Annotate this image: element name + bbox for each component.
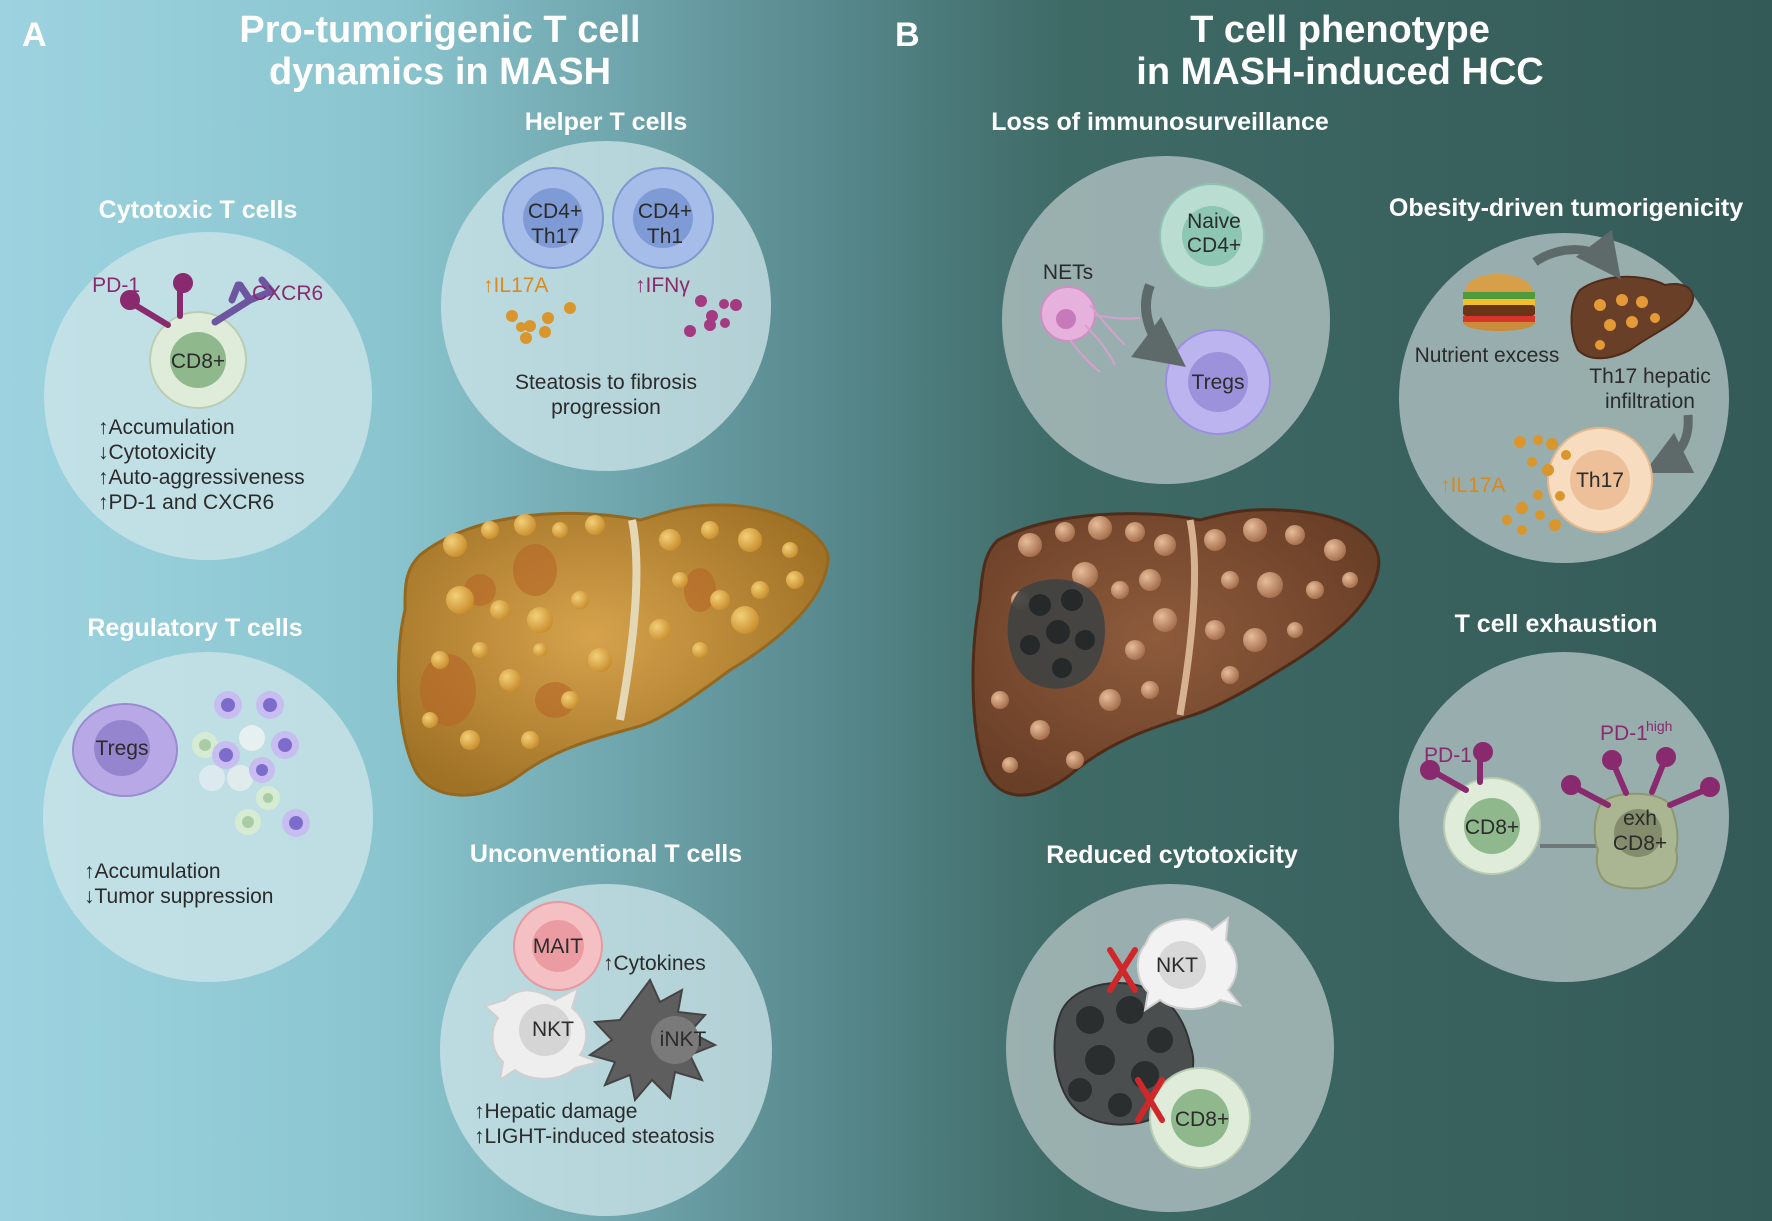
obesity-arrow-2-icon: [1643, 414, 1695, 474]
inkt-cell: iNKT: [587, 978, 718, 1103]
cytotoxic-line-4: ↑PD-1 and CXCR6: [98, 491, 274, 514]
exhaustion-title: T cell exhaustion: [1455, 610, 1658, 638]
obesity-arrow-1-icon: [1532, 229, 1621, 280]
svg-text:NKT: NKT: [1156, 954, 1198, 977]
ifng-particles-icon: [684, 295, 742, 337]
th17-infiltration-line-1: Th17 hepatic: [1589, 365, 1710, 388]
differentiation-arrow-icon: [1130, 283, 1186, 368]
pd1-label: PD-1: [92, 274, 140, 297]
nets-label: NETs: [1043, 261, 1093, 284]
svg-text:CD8+: CD8+: [171, 350, 225, 373]
cytotoxic-line-3: ↑Auto-aggressiveness: [98, 466, 305, 489]
svg-text:exh: exh: [1623, 807, 1657, 830]
svg-text:Tregs: Tregs: [96, 737, 149, 760]
regulatory-line-2: ↓Tumor suppression: [84, 885, 273, 908]
pd1-high-label: PD-1: [1600, 722, 1648, 745]
il17a-secretion-icon: [1502, 435, 1571, 535]
panel-a-title-line-2: dynamics in MASH: [269, 51, 611, 93]
unconventional-line-1: ↑Hepatic damage: [474, 1100, 637, 1123]
panel-a-title-line-1: Pro-tumorigenic T cell: [239, 9, 640, 51]
blocked-x-icon: [1107, 947, 1138, 993]
svg-text:CD4+: CD4+: [528, 200, 582, 223]
svg-text:Th17: Th17: [1576, 469, 1624, 492]
exhausted-cd8-cell: exh CD8+: [1593, 792, 1679, 890]
pd1-receptor-icon: [120, 273, 193, 328]
panel-label-b: B: [895, 16, 920, 54]
svg-text:MAIT: MAIT: [533, 935, 583, 958]
naive-cd4-cell: Naive CD4+: [1159, 183, 1265, 289]
cd4-th1-cell: CD4+ Th1: [612, 167, 714, 269]
pd1-high-receptors-icon: [1561, 747, 1720, 808]
panel-label-a: A: [22, 16, 47, 54]
cytokines-label: ↑Cytokines: [603, 952, 706, 975]
helper-line-1: Steatosis to fibrosis: [515, 371, 697, 394]
svg-text:CD8+: CD8+: [1613, 832, 1667, 855]
il17a-particles-icon: [506, 302, 576, 344]
panel-b-title-line-1: T cell phenotype: [1190, 9, 1490, 51]
il17a-label-b: ↑IL17A: [1440, 474, 1505, 497]
svg-text:Th17: Th17: [531, 225, 579, 248]
cd8-cell: CD8+: [149, 311, 247, 409]
nutrient-excess-label: Nutrient excess: [1415, 344, 1560, 367]
blocked-x-icon-2: [1135, 1077, 1165, 1123]
svg-text:CD8+: CD8+: [1175, 1108, 1229, 1131]
regulatory-circle: [43, 652, 373, 982]
svg-text:CD4+: CD4+: [1187, 234, 1241, 257]
helper-title: Helper T cells: [525, 108, 688, 136]
cd4-th17-cell: CD4+ Th17: [502, 167, 604, 269]
pd1-receptor-b-icon: [1420, 742, 1493, 793]
treg-cluster-icon: [192, 691, 310, 837]
cd8-cell-c: CD8+: [1149, 1067, 1251, 1169]
cytotoxic-line-2: ↓Cytotoxicity: [98, 441, 216, 464]
nkt-cell-b: NKT: [1136, 915, 1243, 1013]
hcc-tumor-icon: [1007, 579, 1106, 689]
fatty-liver-illustration: [396, 503, 830, 797]
cd8-cell-b: CD8+: [1443, 777, 1541, 875]
burger-icon: [1463, 274, 1535, 331]
svg-text:CD4+: CD4+: [638, 200, 692, 223]
unconventional-line-2: ↑LIGHT-induced steatosis: [474, 1125, 714, 1148]
th17-cell: Th17: [1547, 427, 1653, 533]
svg-text:NKT: NKT: [532, 1018, 574, 1041]
hcc-liver-illustration: [971, 508, 1381, 797]
svg-text:CD8+: CD8+: [1465, 816, 1519, 839]
svg-text:Tregs: Tregs: [1192, 371, 1245, 394]
pd1-label-b: PD-1: [1424, 744, 1472, 767]
helper-line-2: progression: [551, 396, 661, 419]
cytotoxic-line-1: ↑Accumulation: [98, 416, 235, 439]
ifng-label: ↑IFNγ: [635, 274, 690, 297]
panel-b-title-line-2: in MASH-induced HCC: [1136, 51, 1543, 93]
il17a-label: ↑IL17A: [483, 274, 548, 297]
obesity-title: Obesity-driven tumorigenicity: [1389, 194, 1743, 222]
svg-text:Th1: Th1: [647, 225, 683, 248]
mait-cell: MAIT: [513, 901, 603, 991]
nets-icon: [1040, 286, 1141, 373]
regulatory-title: Regulatory T cells: [87, 614, 302, 642]
cxcr6-receptor-icon: [211, 276, 276, 326]
svg-text:Naive: Naive: [1187, 210, 1241, 233]
cxcr6-label: CXCR6: [252, 282, 323, 305]
pd1-high-superscript: high: [1646, 718, 1672, 734]
tregs-cell-b: Tregs: [1165, 329, 1271, 435]
regulatory-line-1: ↑Accumulation: [84, 860, 221, 883]
exhaustion-circle: [1399, 652, 1729, 982]
th17-infiltration-line-2: infiltration: [1605, 390, 1695, 413]
nkt-cell: NKT: [483, 986, 602, 1083]
cytotoxic-title: Cytotoxic T cells: [99, 196, 298, 224]
reduced-cytotoxicity-title: Reduced cytotoxicity: [1046, 841, 1298, 869]
cirrhotic-liver-icon: [1570, 275, 1694, 360]
unconventional-title: Unconventional T cells: [470, 840, 742, 868]
immunosurveillance-title: Loss of immunosurveillance: [991, 108, 1329, 136]
svg-text:iNKT: iNKT: [660, 1028, 707, 1051]
tregs-cell: Tregs: [72, 703, 178, 797]
